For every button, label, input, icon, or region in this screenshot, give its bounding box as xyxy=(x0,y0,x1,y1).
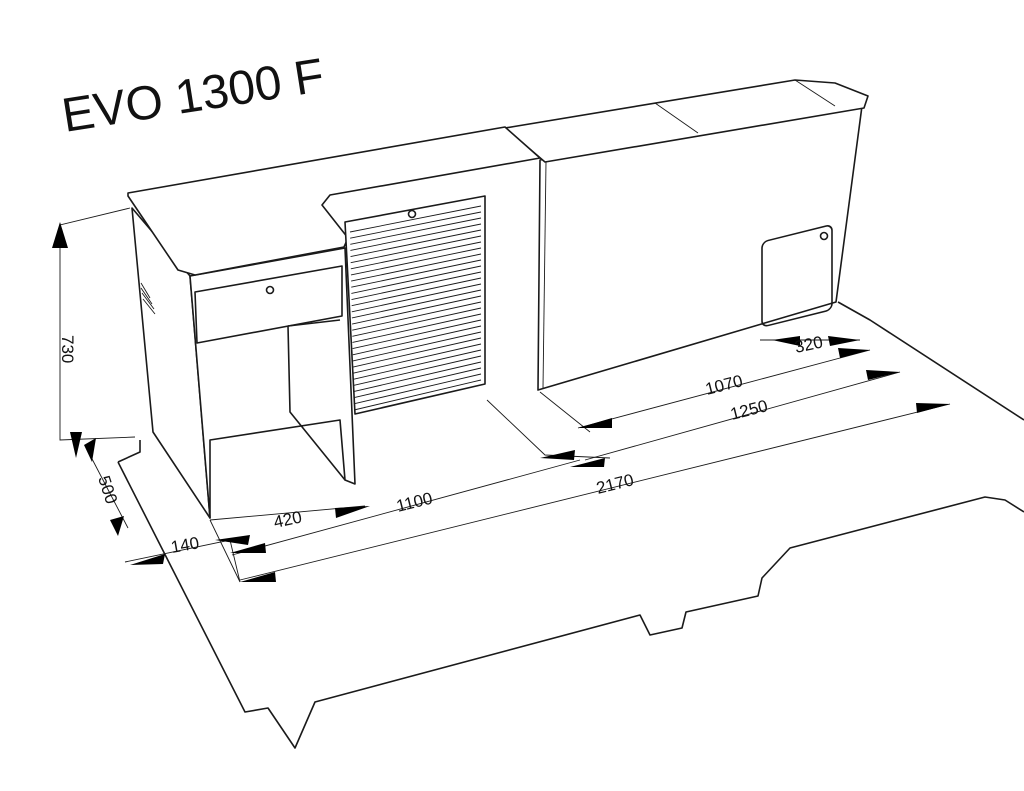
roller-slat xyxy=(349,205,482,233)
roller-slat xyxy=(351,289,482,319)
hatch-lock-icon xyxy=(819,231,829,241)
roller-slat xyxy=(351,277,482,307)
roller-slat xyxy=(351,271,482,300)
drawer xyxy=(194,265,343,344)
roller-slat xyxy=(350,241,482,270)
roller-slat xyxy=(351,259,482,288)
dim-1250-label: 1250 xyxy=(728,396,769,424)
drawing-title: EVO 1300 F xyxy=(58,49,327,143)
roller-slat xyxy=(350,211,482,239)
roller-slat xyxy=(353,355,482,386)
roller-slat xyxy=(351,283,482,313)
dim-320-label: 320 xyxy=(793,332,825,356)
roller-slat xyxy=(353,349,482,380)
drawer-lock-icon xyxy=(265,285,275,295)
roller-slat xyxy=(350,229,482,257)
dim-1070-label: 1070 xyxy=(703,371,744,399)
roller-slat xyxy=(350,247,482,276)
dim-depth-label: 500 xyxy=(94,473,121,506)
roller-slat xyxy=(351,253,482,282)
roller-slat xyxy=(352,301,482,331)
dim-offset-label: 140 xyxy=(169,533,200,557)
dim-unit-width-label: 420 xyxy=(272,507,304,531)
roller-slat xyxy=(351,265,482,294)
roller-door-slats xyxy=(349,205,482,411)
roller-slat xyxy=(352,319,482,350)
roller-slat xyxy=(353,361,482,393)
van-floor-outline xyxy=(117,301,1024,749)
panel-edge xyxy=(542,161,547,389)
roller-slat xyxy=(352,325,482,356)
dim-gap-label: 1100 xyxy=(394,489,434,516)
roller-slat xyxy=(350,223,482,251)
roller-slat xyxy=(350,235,482,264)
vent-grille-icon xyxy=(140,282,156,315)
dim-height-label: 730 xyxy=(58,335,77,363)
roller-slat xyxy=(352,307,482,337)
service-hatch xyxy=(761,225,833,327)
roller-slat xyxy=(353,379,482,411)
roller-slat xyxy=(353,343,482,374)
roller-lock-icon xyxy=(407,209,417,219)
roller-slat xyxy=(352,313,482,343)
dimension-arrows xyxy=(52,222,950,582)
top-seams xyxy=(654,79,836,134)
roller-slat xyxy=(352,337,482,368)
inner-shelf xyxy=(287,319,346,481)
dim-total-label: 2170 xyxy=(594,470,635,498)
roller-slat xyxy=(350,217,482,245)
roller-slat xyxy=(352,331,482,362)
roller-slat xyxy=(353,367,482,399)
roller-slat xyxy=(353,373,482,405)
roller-slat xyxy=(351,295,482,325)
dimension-lines xyxy=(59,207,951,583)
